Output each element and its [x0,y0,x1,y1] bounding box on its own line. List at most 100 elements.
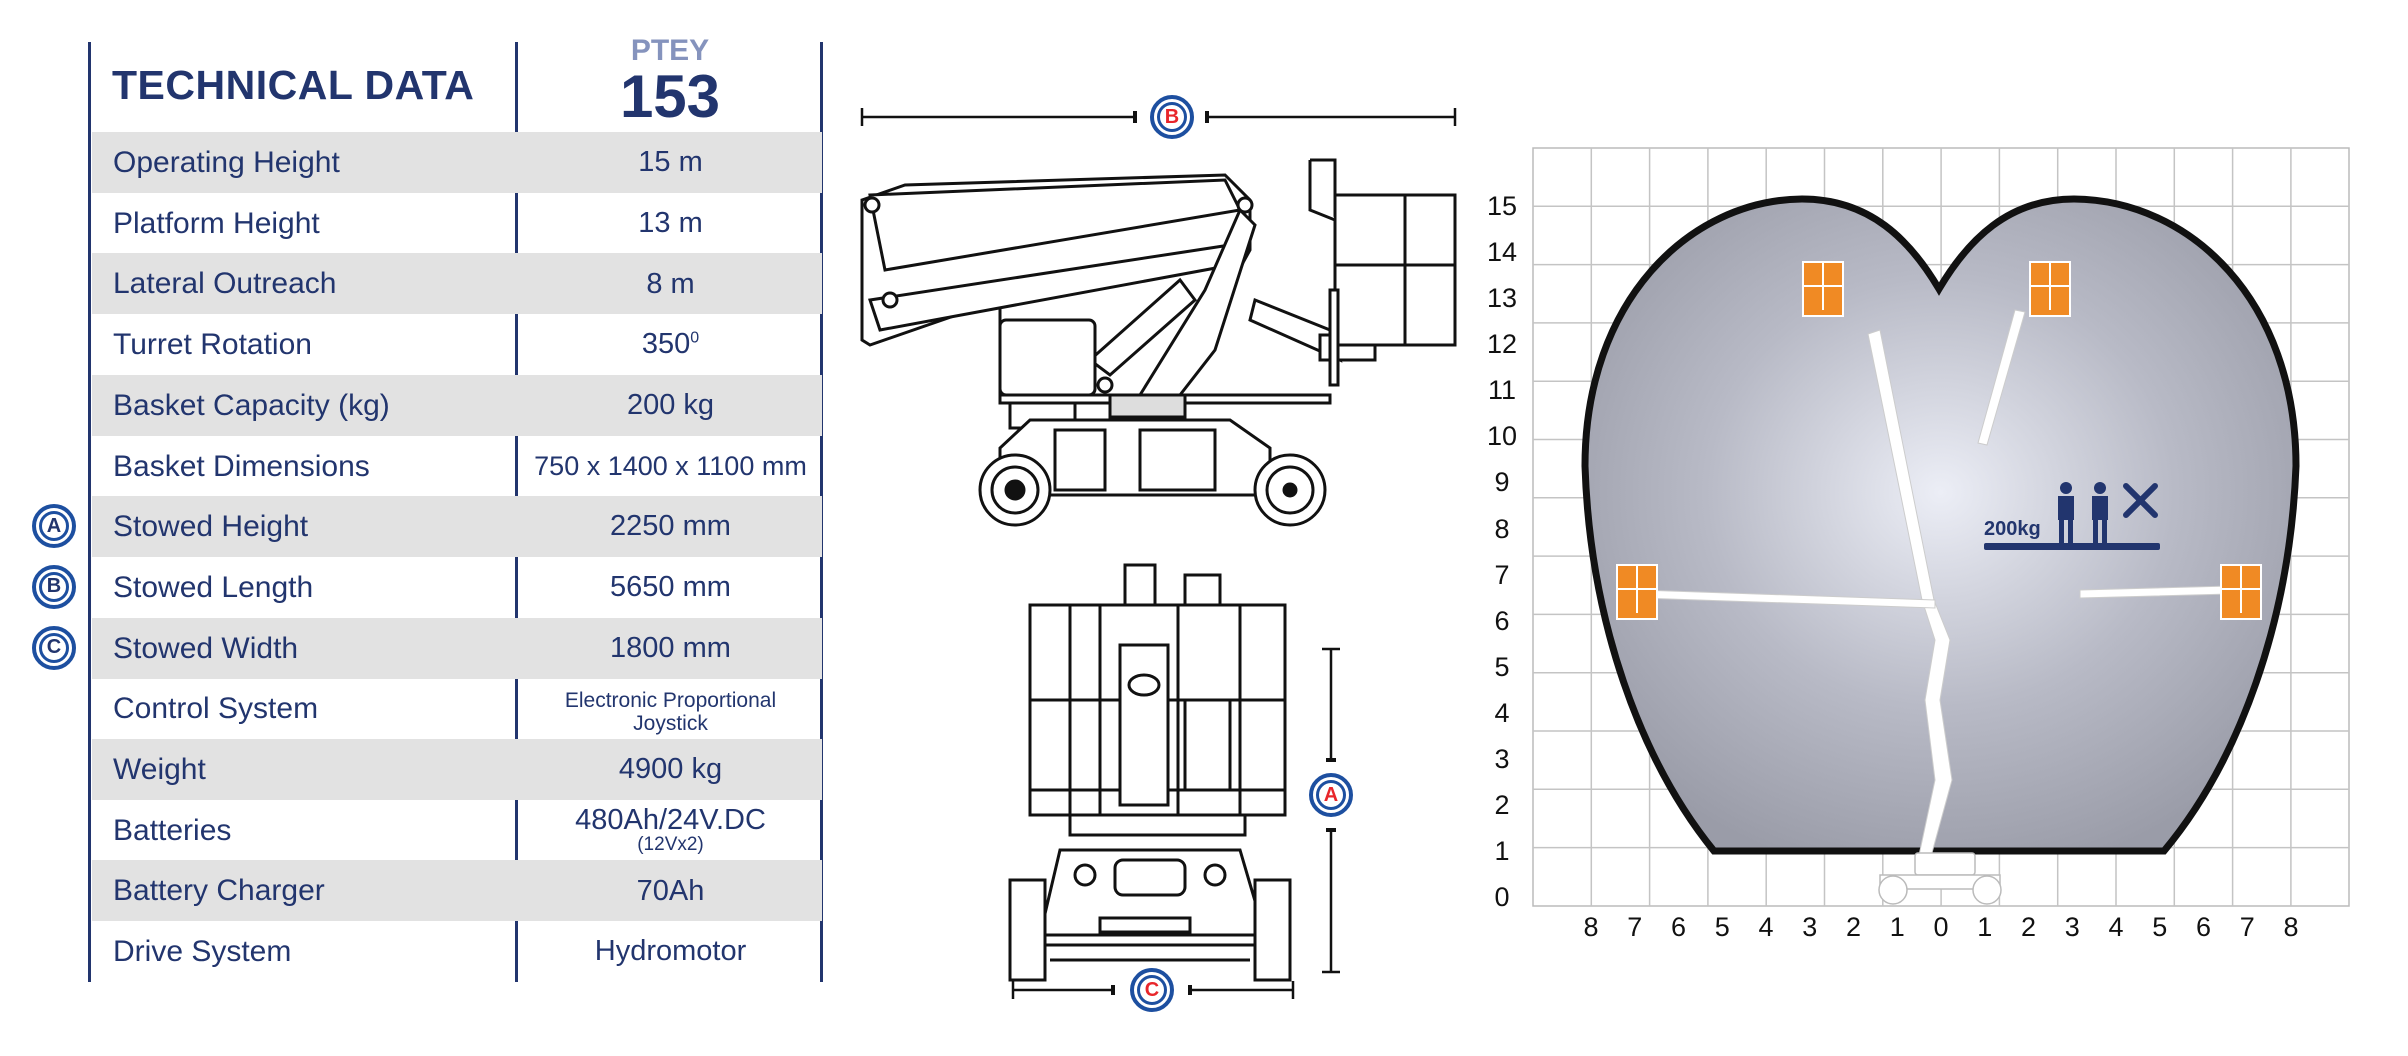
y-tick-label: 6 [1494,605,1510,636]
spec-row: Operating Height 15 m [92,132,822,193]
worker-icon [2092,482,2108,543]
spec-label: Batteries [113,813,232,847]
spec-value-text: 5650 mm [610,571,731,604]
spec-label: Stowed Width [113,631,299,665]
marker-b-legend: B [32,564,76,609]
spec-value-line2: Joystick [633,711,708,735]
spec-value: 480Ah/24V.DC(12Vx2) [519,800,822,861]
basket-grids [1617,262,2261,613]
spec-label: Basket Capacity (kg) [113,388,390,422]
y-tick-label: 14 [1486,237,1518,268]
x-tick-label: 4 [2108,912,2124,942]
x-tick-label: 5 [2152,912,2168,942]
x-tick-label: 0 [1933,912,1949,942]
spec-value-text: 350 [641,328,691,361]
marker-c: C [1130,968,1174,1012]
spec-value-text: 70Ah [636,874,705,907]
load-label: 200kg [1984,518,2041,540]
spec-value-line2: (12Vx2) [637,834,704,856]
model-prefix: PTEY [630,34,710,67]
spec-row: Stowed Width 1800 mm [92,617,822,679]
x-tick-label: 7 [2239,912,2255,942]
x-tick-label: 1 [1977,912,1993,942]
spec-label: Drive System [113,935,292,969]
marker-a: A [1309,773,1353,817]
y-tick-label: 15 [1486,191,1518,222]
spec-label: Turret Rotation [113,328,312,362]
worker-icon [2058,482,2074,543]
spec-value-text: 480Ah/24V.DC [575,804,766,836]
working-envelope-diagram [1532,147,2350,907]
reach-envelope [1581,195,2300,855]
spec-label: Weight [113,753,206,786]
spec-value: 2250 mm [519,496,822,557]
spec-value-text: 200 kg [626,389,715,422]
spec-value: 70Ah [519,860,822,921]
marker-b: B [1150,95,1194,139]
model-number: 153 [619,63,721,130]
y-tick-label: 7 [1494,559,1510,590]
y-tick-label: 11 [1487,375,1517,406]
dimension-line-b [860,108,1457,126]
spec-row: Batteries 480Ah/24V.DC(12Vx2) [92,800,822,861]
spec-value-text: Electronic Proportional [564,688,777,712]
degree-superscript: 0 [690,329,700,347]
x-tick-label: 3 [1802,912,1818,942]
spec-row: Basket Capacity (kg) 200 kg [92,374,822,436]
spec-label: Battery Charger [113,874,325,908]
x-tick-label: 5 [1714,912,1730,942]
spec-label: Operating Height [113,146,340,179]
spec-label: Stowed Height [113,510,309,544]
y-tick-label: 2 [1494,789,1510,820]
y-tick-label: 12 [1486,329,1518,360]
marker-c-legend: C [32,625,76,670]
y-tick-label: 5 [1494,651,1510,682]
spec-row: Battery Charger 70Ah [92,860,822,922]
spec-value-text: 2250 mm [610,510,731,543]
spec-value: 8 m [519,253,822,314]
spec-row: Turret Rotation 3500 [92,314,822,375]
x-tick-label: 6 [2195,912,2212,942]
spec-value-text: 4900 kg [618,753,723,786]
load-capacity-icon [1984,482,2160,550]
spec-label: Control System [113,692,319,726]
x-tick-label: 2 [2020,912,2037,942]
spec-value: 750 x 1400 x 1100 mm [519,436,822,497]
x-tick-label: 8 [1583,912,1599,942]
y-tick-label: 4 [1494,697,1510,728]
x-tick-label: 1 [1889,912,1905,942]
x-tick-label: 8 [2283,912,2299,942]
spec-value: 5650 mm [519,557,822,618]
spec-value: Hydromotor [519,921,822,982]
y-tick-label: 8 [1494,513,1510,544]
tools-icon [2123,483,2158,518]
x-tick-label: 2 [1845,912,1862,942]
machine-base-icon [1878,852,2002,905]
x-tick-label: 4 [1758,912,1774,942]
spec-value-text: 8 m [646,267,695,300]
front-view-drawing [1008,563,1340,999]
spec-row: Stowed Height 2250 mm [92,496,822,558]
spec-value-text: 15 m [638,146,703,179]
y-tick-label: 9 [1494,467,1510,498]
spec-value-text: 750 x 1400 x 1100 mm [534,450,807,481]
spec-label: Platform Height [113,206,320,240]
spec-value: 3500 [519,314,822,375]
table-title: TECHNICAL DATA [112,62,475,108]
y-tick-label: 1 [1494,835,1510,866]
table-border-left [88,42,91,982]
spec-value: 15 m [519,132,822,193]
y-tick-label: 0 [1494,882,1510,912]
x-tick-label: 7 [1627,912,1643,942]
platform-bar [1984,543,2160,550]
dimension-line-c [1011,981,1295,999]
marker-a-legend: A [32,504,76,549]
spec-row: Weight 4900 kg [92,739,822,800]
spec-value-text: 1800 mm [610,631,731,664]
